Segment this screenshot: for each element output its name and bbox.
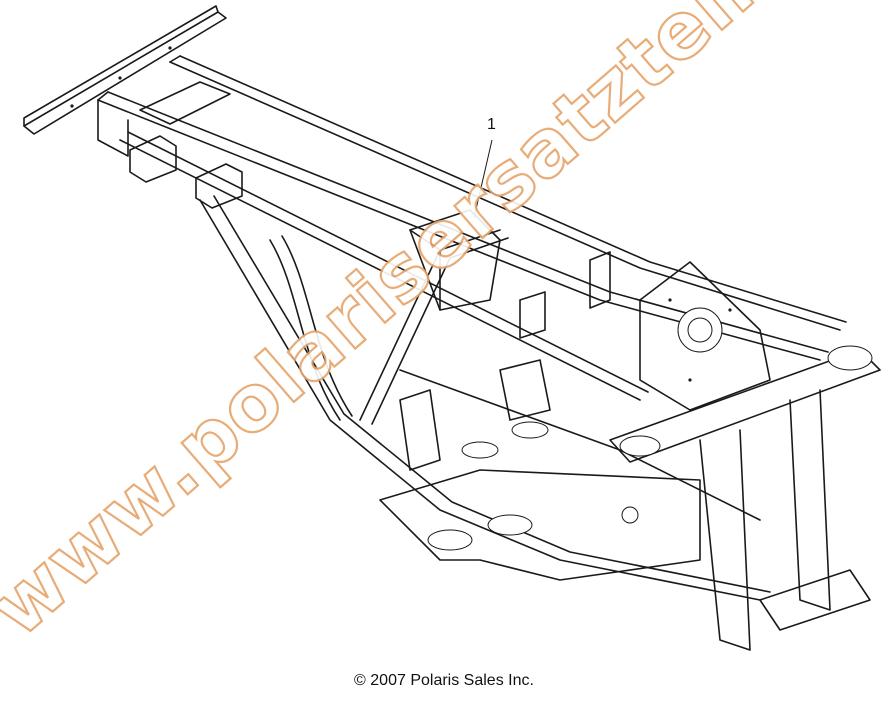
lower-side-rails (199, 195, 771, 601)
callout-label-1: 1 (487, 116, 496, 133)
rear-brackets (97, 81, 243, 209)
center-gusset (409, 209, 501, 311)
mounting-tabs (399, 251, 611, 471)
floor-pan (379, 421, 701, 581)
callout-leader (473, 139, 493, 219)
upper-main-rails (97, 55, 847, 401)
front-crosstube (609, 345, 881, 463)
copyright-text: © 2007 Polaris Sales Inc. (354, 672, 534, 689)
front-vertical-legs (699, 389, 871, 651)
front-upright-plate (639, 261, 771, 411)
rear-crossbar (23, 5, 227, 135)
